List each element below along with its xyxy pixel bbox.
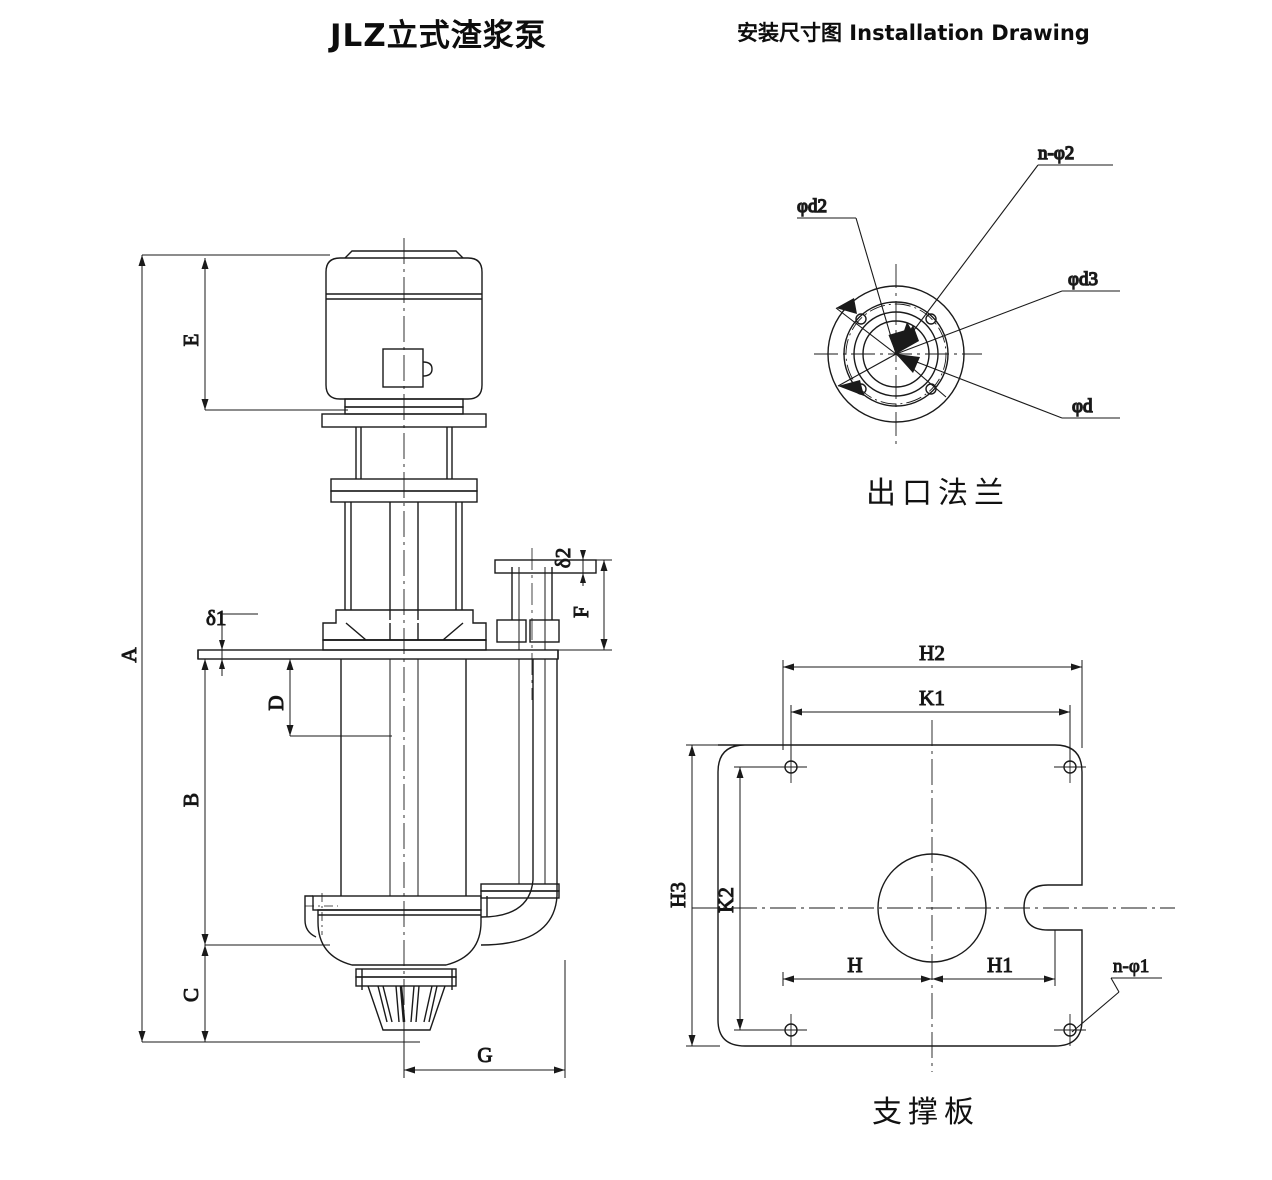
dimension-delta2: δ2	[551, 547, 586, 586]
dimension-label-H1: H1	[987, 953, 1013, 977]
flange-circles	[827, 285, 965, 423]
dimension-B: B	[179, 659, 330, 946]
dimension-D: D	[264, 659, 392, 737]
flange-bore-circle	[862, 320, 930, 388]
motor-body	[321, 250, 487, 428]
discharge-piping	[480, 548, 597, 946]
dimension-C: C	[179, 945, 209, 1042]
flange-centerlines	[814, 264, 982, 444]
dimension-H3: H3	[666, 744, 720, 1047]
dimension-K1: K1	[790, 686, 1071, 762]
pump-column-upper	[330, 427, 478, 503]
dimension-label-D: D	[264, 695, 288, 710]
dimension-H2: H2	[782, 641, 1083, 750]
dimension-label-E: E	[179, 334, 203, 347]
dimension-label-K2: K2	[714, 887, 738, 913]
dimension-H: H	[782, 953, 932, 986]
flange-callout-phid2: φd2	[797, 196, 827, 217]
dimension-F: F	[558, 559, 612, 651]
dimension-delta1: δ1	[206, 606, 258, 676]
dimension-K2: K2	[714, 766, 780, 1031]
dimension-lines-main: A E δ1	[117, 254, 612, 1078]
suction-strainer	[355, 968, 457, 1031]
flange-callout-phid: φd	[1072, 396, 1093, 417]
dimension-label-G: G	[477, 1043, 492, 1067]
page-title-right: 安装尺寸图 Installation Drawing	[737, 21, 1090, 45]
callout-n-phi1	[1071, 977, 1162, 1033]
dimension-label-A: A	[117, 647, 141, 663]
shaft-tube	[340, 659, 467, 896]
outlet-flange-caption: 出口法兰	[866, 476, 1010, 511]
dimension-label-C: C	[179, 988, 203, 1002]
main-pump-elevation: A E δ1	[117, 238, 612, 1078]
page-title-cn: JLZ立式渣浆泵	[330, 18, 547, 54]
dimension-label-H: H	[847, 953, 862, 977]
outlet-flange-detail: φd2 n-φ2 φd3 φd	[796, 142, 1120, 444]
dimension-label-H2: H2	[919, 641, 945, 665]
flange-bolt-circle	[845, 303, 947, 405]
dimension-label-H3: H3	[666, 882, 690, 908]
dimension-A: A	[117, 254, 420, 1043]
dimension-H1: H1	[932, 930, 1056, 986]
bearing-bracket	[322, 609, 487, 651]
flange-bore-outer-circle	[853, 311, 939, 397]
dimension-lines-support-plate: H2 K1 H3	[666, 641, 1162, 1047]
flange-callout-nphi2: n-φ2	[1038, 143, 1074, 164]
support-plate-detail: H2 K1 H3	[666, 641, 1175, 1072]
dimension-E: E	[179, 258, 348, 411]
dimension-G: G	[403, 960, 566, 1078]
support-plate-center-bore	[877, 853, 987, 963]
dimension-label-F: F	[569, 606, 593, 618]
base-plate	[197, 649, 559, 660]
flange-leaders	[797, 164, 1120, 419]
motor-terminal-box	[382, 348, 433, 388]
support-plate-bolt-holes	[775, 751, 1086, 1046]
flange-outer-circle	[827, 285, 965, 423]
support-plate-caption: 支撑板	[872, 1095, 980, 1130]
support-plate-callout-nphi1: n-φ1	[1113, 956, 1149, 977]
support-plate-centerlines	[692, 720, 1175, 1072]
dimension-label-K1: K1	[919, 686, 945, 710]
flange-callout-phid3: φd3	[1068, 269, 1098, 290]
dimension-label-delta2: δ2	[551, 548, 575, 568]
support-plate-outline	[717, 744, 1083, 1047]
dimension-label-B: B	[179, 793, 203, 807]
support-columns	[344, 502, 463, 620]
dimension-label-delta1: δ1	[206, 606, 226, 630]
flange-raised-face-circle	[843, 301, 949, 407]
pump-casing	[304, 893, 482, 966]
